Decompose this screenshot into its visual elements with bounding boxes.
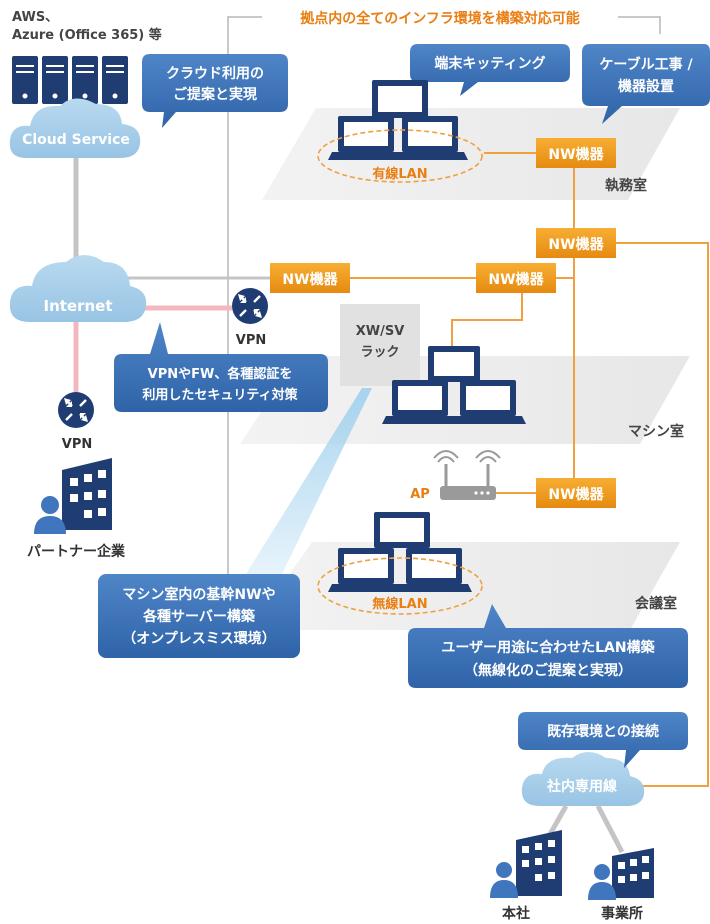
nw-device-machine-label: NW機器 [488,271,544,288]
callout-existing-connection: 既存環境との接続 [518,712,688,768]
nw-device-core: NW機器 [536,228,616,258]
nw-device-meeting: NW機器 [536,478,616,508]
vpn-router-icon [232,288,268,324]
rack-label-line1: XW/SV [356,324,405,339]
rack-label-line2: ラック [360,345,399,360]
callout-cabling-line1: ケーブル工事 / [599,56,693,73]
nw-device-meeting-label: NW機器 [548,486,604,503]
machine-room-laptops [382,346,526,424]
callout-lan-build-line2: （無線化のご提案と実現） [464,662,632,679]
wireless-lan-ring [317,557,483,615]
room-machine-label: マシン室 [628,423,684,440]
nw-device-machine: NW機器 [476,263,556,293]
branch-building-icon [588,848,654,900]
callout-security-line1: VPNやFW、各種認証を [148,366,293,382]
branch-label: 事業所 [601,905,643,922]
leased-line-label: 社内専用線 [546,778,617,795]
internet-cloud: Internet [9,255,147,322]
head-office-label: 本社 [502,905,530,922]
meeting-room-laptops [328,512,472,592]
rack-box: XW/SV ラック [340,304,420,386]
network-links [338,152,709,787]
ap-label: AP [410,487,430,502]
callout-cloud-proposal-line1: クラウド利用の [166,65,264,82]
wireless-lan-label: 無線LAN [372,596,427,612]
wired-lan-ring [317,129,483,183]
access-point-icon [433,450,501,500]
nw-device-gateway-label: NW機器 [282,271,338,288]
callout-machine-room-build-line1: マシン室内の基幹NWや [122,586,275,603]
vpn-label-security: VPN [236,333,266,348]
server-rack-icon [12,56,128,104]
callout-security: VPNやFW、各種認証を 利用したセキュリティ対策 [114,322,328,412]
room-office-label: 執務室 [605,177,647,194]
nw-device-office: NW機器 [536,138,616,168]
callout-machine-room-build: マシン室内の基幹NWや 各種サーバー構築 （オンプレスミス環境） [98,574,300,658]
callout-terminal-kitting: 端末キッティング [410,44,570,96]
callout-security-line2: 利用したセキュリティ対策 [142,387,298,403]
callout-cabling-line2: 機器設置 [618,78,674,95]
callout-cabling: ケーブル工事 / 機器設置 [582,44,710,124]
internet-label: Internet [43,297,112,315]
vpn-label-partner: VPN [62,437,92,452]
wired-lan-label: 有線LAN [372,166,427,182]
frame-title: 拠点内の全てのインフラ環境を構築対応可能 [300,10,580,27]
nw-device-core-label: NW機器 [548,236,604,253]
callout-lan-build: ユーザー用途に合わせたLAN構築 （無線化のご提案と実現） [408,604,688,688]
cloud-service-label: Cloud Service [22,132,130,148]
callout-existing-connection-line1: 既存環境との接続 [547,723,659,740]
office-laptops [328,80,468,160]
nw-device-office-label: NW機器 [548,146,604,163]
partner-label: パートナー企業 [27,543,126,560]
vpn-partner-icon [58,392,94,428]
link-leased-branch [595,804,625,854]
callout-machine-room-build-line3: （オンプレスミス環境） [122,630,276,647]
rack-callout-beam [246,388,372,574]
room-meeting-label: 会議室 [635,595,677,612]
cloud-vendor-line2: Azure (Office 365) 等 [12,27,162,43]
callout-cloud-proposal-line2: ご提案と実現 [173,86,257,103]
nw-device-gateway: NW機器 [270,263,350,293]
cloud-service-cloud: Cloud Service [9,98,141,158]
callout-lan-build-line1: ユーザー用途に合わせたLAN構築 [441,639,655,656]
callout-terminal-kitting-line1: 端末キッティング [434,55,545,72]
head-office-building-icon [490,830,562,898]
callout-machine-room-build-line2: 各種サーバー構築 [142,608,256,625]
cloud-vendor-line1: AWS、 [12,10,58,25]
callout-cloud-proposal: クラウド利用の ご提案と実現 [142,54,288,128]
leased-line-cloud: 社内専用線 [521,752,645,806]
partner-building-icon [34,458,112,534]
